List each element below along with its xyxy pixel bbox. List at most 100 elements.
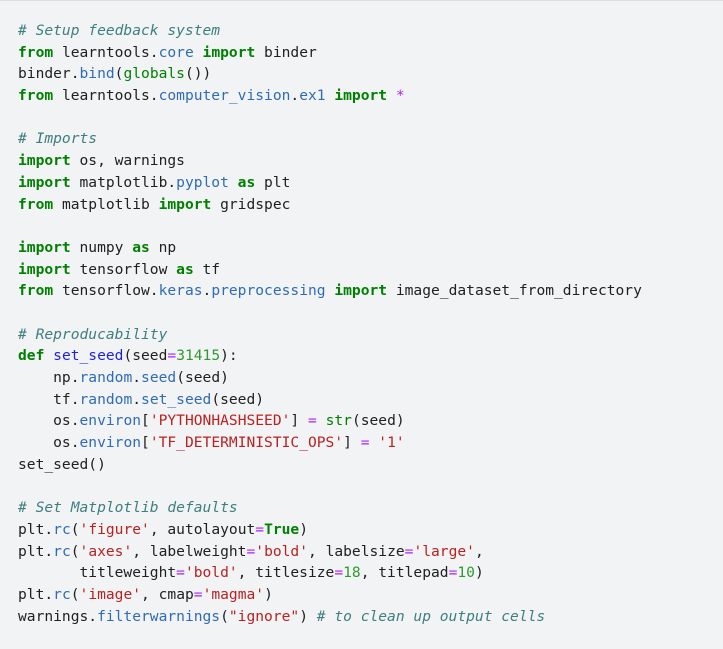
code-text-token xyxy=(44,347,53,364)
string-token: 'axes' xyxy=(79,542,133,560)
code-text-token: [ xyxy=(141,434,150,452)
keyword-token: from xyxy=(18,43,54,61)
keyword-token: as xyxy=(237,173,256,191)
keyword-token: import xyxy=(18,152,71,170)
code-line xyxy=(18,475,723,497)
comment-token: # Set Matplotlib defaults xyxy=(18,499,238,517)
keyword-token: def xyxy=(18,347,45,365)
attribute-token: seed xyxy=(141,369,177,386)
keyword-token: import xyxy=(334,87,388,105)
attribute-token: preprocessing xyxy=(211,282,326,300)
code-text-token: plt. xyxy=(18,585,54,603)
code-line: import matplotlib.pyplot as plt xyxy=(18,172,723,194)
code-line: tf.random.set_seed(seed) xyxy=(18,389,723,411)
code-text-token: ): xyxy=(220,347,238,365)
code-text-token: . xyxy=(290,87,300,105)
string-token: 'figure' xyxy=(79,520,150,538)
code-text-token: numpy xyxy=(70,238,133,256)
code-line: import tensorflow as tf xyxy=(18,259,723,281)
code-text-token: , autolayout xyxy=(149,520,256,538)
keyword-token: import xyxy=(202,43,256,61)
code-text-token xyxy=(194,44,203,61)
code-text-token: os. xyxy=(18,434,80,452)
code-line xyxy=(18,215,723,237)
code-line: import os, warnings xyxy=(18,150,723,172)
code-text-token: , cmap xyxy=(141,585,194,603)
code-text-token: binder xyxy=(255,43,317,61)
string-token: 'large' xyxy=(413,542,475,560)
code-text-token: , labelsize xyxy=(308,542,405,560)
operator-token: = xyxy=(308,412,317,430)
code-text-token: ) xyxy=(474,564,484,582)
attribute-token: keras xyxy=(158,282,203,300)
function-name-token: set_seed xyxy=(53,347,124,365)
operator-token: * xyxy=(395,87,405,105)
code-line: # Set Matplotlib defaults xyxy=(18,497,723,519)
attribute-token: computer_vision xyxy=(158,87,291,105)
code-text-token: tf. xyxy=(18,390,80,408)
string-token: 'PYTHONHASHSEED' xyxy=(149,412,291,430)
operator-token: = xyxy=(448,564,458,582)
code-text-token: np. xyxy=(18,369,80,386)
code-line xyxy=(18,302,723,324)
code-text-token: os. xyxy=(18,412,80,430)
code-text-token: tf xyxy=(193,260,221,278)
code-text-token: (seed) xyxy=(211,390,265,408)
code-text-token: set_seed() xyxy=(18,455,106,473)
code-line: np.random.seed(seed) xyxy=(18,367,723,389)
code-line: warnings.filterwarnings("ignore") # to c… xyxy=(18,606,723,628)
comment-token: # Setup feedback system xyxy=(18,22,221,39)
code-text-token: titleweight xyxy=(18,564,177,582)
code-line: binder.bind(globals()) xyxy=(18,63,723,85)
string-token: 'magma' xyxy=(202,585,265,603)
attribute-token: environ xyxy=(79,434,142,452)
string-token: 'bold' xyxy=(255,542,308,560)
code-text-token: (seed) xyxy=(176,369,229,386)
code-text-token: plt. xyxy=(18,542,54,560)
code-text-token xyxy=(387,87,396,104)
code-text-token: ( xyxy=(220,607,229,625)
code-text-token: . xyxy=(202,282,212,300)
attribute-token: rc xyxy=(53,542,71,560)
operator-token: = xyxy=(334,564,344,582)
code-text-token: ] xyxy=(343,434,361,452)
code-text-token: learntools. xyxy=(53,43,159,61)
code-text-token: , titlesize xyxy=(237,564,335,582)
code-line: plt.rc('figure', autolayout=True) xyxy=(18,519,723,541)
code-line: titleweight='bold', titlesize=18, titlep… xyxy=(18,562,723,584)
attribute-token: rc xyxy=(53,585,71,603)
operator-token: = xyxy=(167,347,177,365)
attribute-token: random xyxy=(79,390,133,408)
operator-token: = xyxy=(404,542,414,560)
keyword-token: from xyxy=(18,87,54,105)
code-text-token: , labelweight xyxy=(132,542,247,560)
code-line: # Setup feedback system xyxy=(18,20,723,42)
code-text-token: ) xyxy=(299,520,309,538)
code-text-token: (seed) xyxy=(351,412,405,430)
code-line: from learntools.computer_vision.ex1 impo… xyxy=(18,85,723,107)
code-text-token: ) xyxy=(264,585,273,603)
string-token: 'TF_DETERMINISTIC_OPS' xyxy=(149,434,344,452)
code-text-token: . xyxy=(132,369,142,386)
code-line: import numpy as np xyxy=(18,237,723,259)
code-text-token xyxy=(370,434,379,451)
code-text-token: ( xyxy=(114,65,124,83)
code-text-token: ( xyxy=(70,585,80,603)
comment-token: # to clean up output cells xyxy=(316,607,546,625)
keyword-token: import xyxy=(18,238,71,256)
code-text-token: tensorflow xyxy=(70,260,177,278)
code-line: plt.rc('image', cmap='magma') xyxy=(18,584,723,606)
code-text-token: learntools. xyxy=(53,87,159,105)
code-text-token: ) xyxy=(299,607,317,625)
code-text-token: os, warnings xyxy=(70,152,185,170)
operator-token: = xyxy=(193,585,203,603)
code-line: plt.rc('axes', labelweight='bold', label… xyxy=(18,541,723,563)
comment-token: # Reproducability xyxy=(18,325,168,343)
attribute-token: set_seed xyxy=(141,390,212,408)
code-line: from learntools.core import binder xyxy=(18,42,723,64)
attribute-token: pyplot xyxy=(176,173,229,191)
number-token: 18 xyxy=(343,564,361,582)
number-token: 10 xyxy=(457,564,475,582)
